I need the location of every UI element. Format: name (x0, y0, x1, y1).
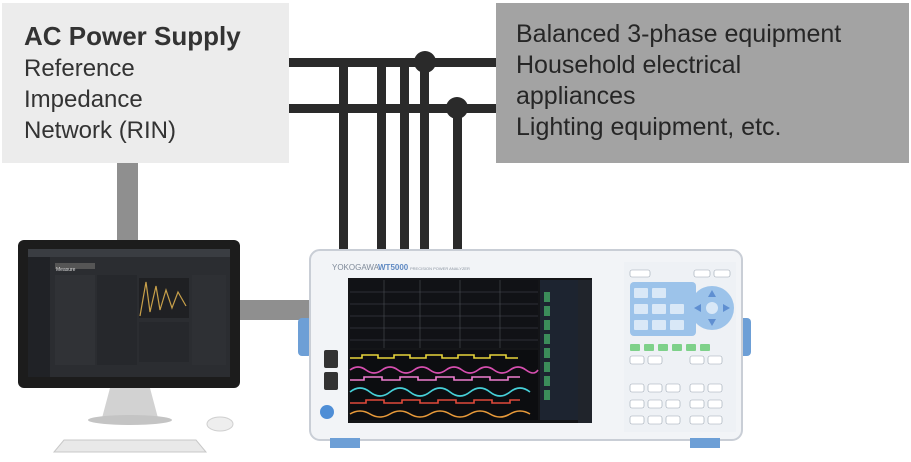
equipment-box: Balanced 3-phase equipment Household ele… (496, 3, 909, 163)
rin-monitor-link (117, 163, 138, 243)
analyzer-brand: YOKOGAWA (332, 263, 380, 272)
power-wires (289, 58, 496, 258)
ac-supply-line-1: Reference (24, 55, 135, 82)
equipment-line-1: Balanced 3-phase equipment (516, 20, 842, 48)
equipment-line-2: Household electrical (516, 51, 742, 79)
usb-port (324, 372, 338, 390)
power-button (320, 405, 334, 419)
power-analyzer: YOKOGAWA WT5000 PRECISION POWER ANALYZER (298, 249, 751, 448)
junction-dot (446, 97, 468, 119)
usb-port (324, 350, 338, 368)
ac-supply-line-3: Network (RIN) (24, 117, 177, 144)
keyboard (52, 439, 208, 453)
ac-power-supply-title: AC Power Supply (24, 21, 241, 51)
equipment-line-3: appliances (516, 82, 636, 110)
analyzer-model: WT5000 (378, 263, 409, 272)
equipment-line-4: Lighting equipment, etc. (516, 113, 782, 141)
monitor-app-title: Measure (56, 267, 76, 273)
ac-power-supply-box: AC Power Supply Reference Impedance Netw… (2, 3, 289, 163)
monitor-stand (102, 388, 158, 418)
mouse (206, 416, 234, 432)
pc-monitor: Measure (18, 240, 240, 453)
analyzer-subtitle: PRECISION POWER ANALYZER (410, 266, 470, 271)
ac-supply-line-2: Impedance (24, 86, 143, 113)
junction-dot (414, 51, 436, 73)
monitor-analyzer-link (238, 300, 316, 320)
